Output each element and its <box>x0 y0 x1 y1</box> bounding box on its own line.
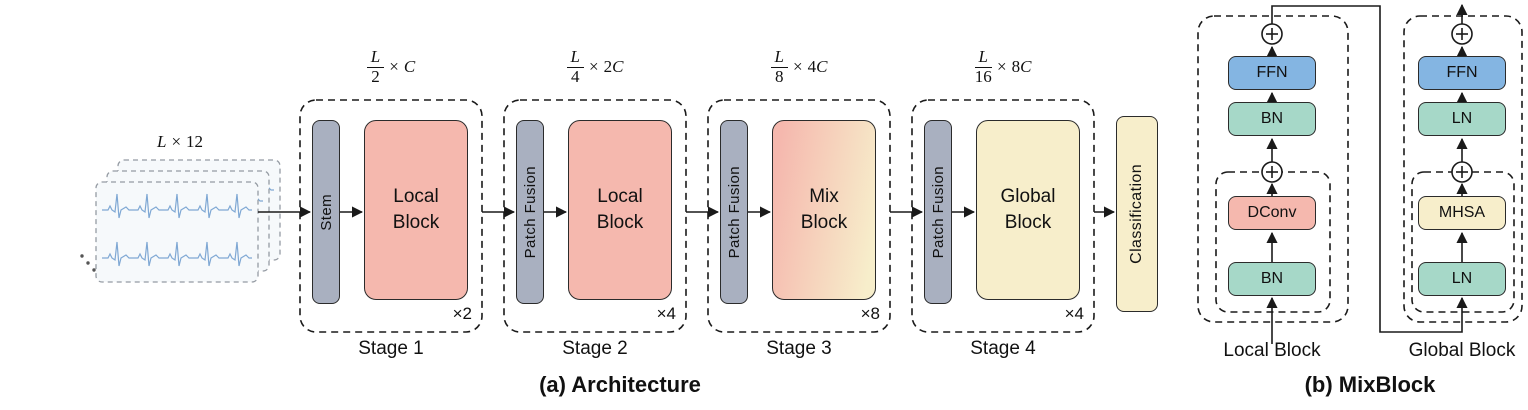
stage2-repeat: ×4 <box>656 304 676 323</box>
input-dim-count: 12 <box>186 132 204 151</box>
input-dim-var: L <box>156 132 167 151</box>
stage2-block-label: Local Block <box>596 186 644 233</box>
stage1-name: Stage 1 <box>358 338 424 359</box>
stage3-patch-fusion-label: Patch Fusion <box>725 165 743 259</box>
stage4-global-block: Global Block <box>976 120 1080 300</box>
input-dim-label: L × 12 <box>110 132 250 152</box>
add-icon <box>1261 23 1283 45</box>
global-ln-top-box: LN <box>1418 102 1506 136</box>
stage3-repeat: ×8 <box>860 304 880 323</box>
stage4-dim-label: L 16 × 8C <box>974 47 1032 86</box>
local-bn-bottom-box: BN <box>1228 262 1316 296</box>
local-dconv-box: DConv <box>1228 196 1316 230</box>
stage4-block-label: Global Block <box>1000 186 1056 233</box>
local-block-border <box>1197 15 1349 323</box>
stage3-dim-label: L 8 × 4C <box>708 47 890 86</box>
add-icon <box>1261 161 1283 183</box>
stage1-stem: Stem <box>312 120 340 304</box>
stage1-local-block: Local Block <box>364 120 468 300</box>
caption-mixblock: (b) MixBlock <box>1304 372 1436 397</box>
caption-architecture: (a) Architecture <box>539 372 701 397</box>
global-block-label: Global Block <box>1408 340 1516 361</box>
stage1-fraction: L 2 <box>366 47 385 86</box>
stage2-patch-fusion: Patch Fusion <box>516 120 544 304</box>
global-block-border <box>1403 15 1523 323</box>
stage3-patch-fusion: Patch Fusion <box>720 120 748 304</box>
stack-ellipsis-icon <box>80 254 96 272</box>
global-ffn-box: FFN <box>1418 56 1506 90</box>
stage4-name: Stage 4 <box>970 338 1036 359</box>
stage3-mix-block: Mix Block <box>772 120 876 300</box>
stage1-block-label: Local Block <box>392 186 440 233</box>
stage2-local-block: Local Block <box>568 120 672 300</box>
sum-icons <box>1261 23 1473 183</box>
global-mhsa-box: MHSA <box>1418 196 1506 230</box>
stage3-block-label: Mix Block <box>800 186 848 233</box>
local-ffn-box: FFN <box>1228 56 1316 90</box>
stage3-name: Stage 3 <box>766 338 832 359</box>
stage2-patch-fusion-label: Patch Fusion <box>521 165 539 259</box>
stage4-fraction: L 16 <box>974 47 993 86</box>
stage2-name: Stage 2 <box>562 338 628 359</box>
classification-label: Classification <box>1128 164 1145 264</box>
classification-head: Classification <box>1116 116 1158 312</box>
stage4-repeat: ×4 <box>1064 304 1084 323</box>
stage2-dim-label: L 4 × 2C <box>504 47 686 86</box>
stage3-fraction: L 8 <box>770 47 789 86</box>
local-residual-loop <box>1215 171 1331 313</box>
stage4-patch-fusion: Patch Fusion <box>924 120 952 304</box>
local-bn-top-box: BN <box>1228 102 1316 136</box>
mixblock-wires <box>1266 3 1468 344</box>
input-dim-sign: × <box>171 132 182 151</box>
ecg-signal-stack <box>80 159 281 283</box>
add-icon <box>1451 161 1473 183</box>
stage4-patch-fusion-label: Patch Fusion <box>929 165 947 259</box>
stage1-dim-label: L 2 × C <box>300 47 482 86</box>
stage1-stem-label: Stem <box>317 193 335 231</box>
add-icon <box>1451 23 1473 45</box>
stage1-repeat: ×2 <box>452 304 472 323</box>
global-ln-bottom-box: LN <box>1418 262 1506 296</box>
stage2-fraction: L 4 <box>566 47 585 86</box>
local-block-label: Local Block <box>1223 340 1321 361</box>
